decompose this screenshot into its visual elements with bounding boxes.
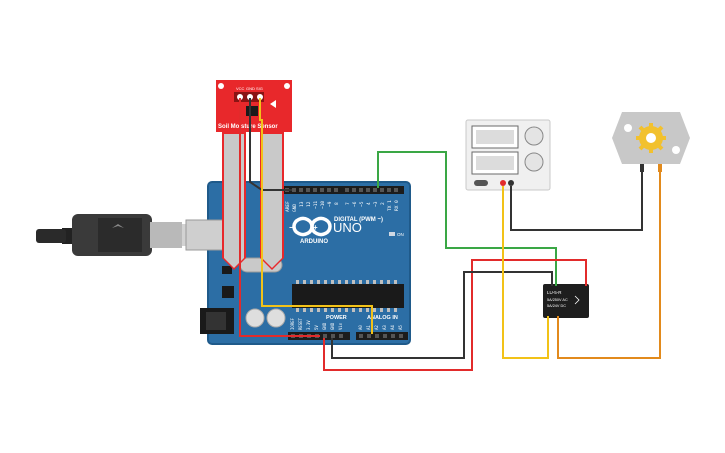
digital-pin-label: 2 — [380, 202, 386, 205]
digital-pin-label: ~3 — [373, 201, 379, 207]
power-pin-label: 5V — [314, 325, 319, 330]
motor-terminal-2[interactable] — [658, 164, 662, 172]
svg-text:+: + — [313, 223, 318, 232]
analog-header[interactable] — [356, 332, 408, 340]
wire-red-sensor[interactable] — [239, 98, 320, 337]
on-led-label: ON — [397, 232, 404, 237]
capacitor — [245, 308, 265, 328]
power-pin-label: IOREF — [290, 317, 295, 330]
sensor-pin-label: SIG — [256, 86, 263, 91]
sensor-pin-label: VCC — [236, 86, 245, 91]
arduino-logo-icon: − + — [289, 216, 332, 237]
svg-text:−: − — [289, 223, 294, 232]
power-pin-label: RESET — [298, 317, 303, 330]
relay-model: LU-5-R — [547, 290, 562, 295]
sensor-pin-label: GND — [246, 86, 255, 91]
digital-header[interactable] — [282, 186, 404, 194]
sensor-title: Soil Moisture Sensor — [218, 124, 278, 130]
current-display — [476, 156, 514, 170]
wire-green[interactable] — [377, 151, 557, 286]
wire-red-relay[interactable] — [323, 259, 587, 371]
voltage-knob[interactable] — [524, 126, 544, 146]
wire-black-motor[interactable] — [510, 172, 643, 231]
on-led — [389, 232, 395, 236]
digital-pin-label: TX 1 — [387, 200, 393, 211]
brand-label: ARDUINO — [300, 239, 328, 245]
dc-motor[interactable] — [612, 112, 690, 172]
sensor-logo-icon — [270, 100, 276, 108]
power-pin-label: 3.3V — [306, 320, 311, 330]
current-knob[interactable] — [524, 152, 544, 172]
analog-pin-label: A4 — [390, 325, 395, 330]
model-label: UNO — [333, 220, 362, 235]
digital-pin-label: AREF — [285, 201, 291, 212]
usb-cable[interactable] — [36, 214, 208, 256]
wire-yellow-sensor[interactable] — [259, 98, 373, 334]
digital-pin-label: 4 — [366, 202, 372, 205]
sensor-probe-right — [262, 134, 282, 258]
wire-black-relay[interactable] — [331, 271, 553, 359]
digital-pin-label: ~5 — [359, 201, 365, 207]
digital-pin-label: ~11 — [313, 201, 319, 209]
relay-symbol-icon — [574, 295, 580, 305]
digital-pin-label: 13 — [299, 201, 305, 207]
power-pin-label: GND — [322, 322, 327, 330]
negative-terminal[interactable] — [508, 180, 514, 186]
relay-module[interactable]: LU-5-R 5A/250V AC 5A/24V DC — [543, 284, 589, 318]
motor-terminal-1[interactable] — [640, 164, 644, 172]
sensor-pin-vcc[interactable] — [237, 94, 243, 100]
wire-black-sensor[interactable] — [249, 98, 292, 191]
usb-jack[interactable] — [185, 219, 227, 251]
analog-label: ANALOG IN — [367, 315, 398, 321]
digital-pin-label: ~10 — [320, 201, 326, 209]
power-pin-label: GND — [330, 322, 335, 330]
digital-pin-label: 8 — [334, 202, 340, 205]
power-pin-label: Vin — [338, 322, 343, 330]
digital-pin-label: 7 — [345, 202, 351, 205]
sensor-pin-sig[interactable] — [257, 94, 263, 100]
analog-pin-label: A0 — [358, 325, 363, 330]
relay-rating-ac: 5A/250V AC — [547, 298, 568, 302]
analog-pin-label: A3 — [382, 325, 387, 330]
analog-pin-label: A1 — [366, 325, 371, 330]
sensor-pin-gnd[interactable] — [247, 94, 253, 100]
dc-power-supply[interactable] — [465, 119, 551, 191]
capacitor — [266, 308, 286, 328]
analog-pin-label: A2 — [374, 325, 379, 330]
wire-yellow-supply[interactable] — [502, 186, 549, 359]
power-label: POWER — [326, 315, 347, 321]
wire-orange-motor[interactable] — [557, 172, 661, 359]
digital-pin-label: ~9 — [327, 201, 333, 207]
analog-pin-label: A5 — [398, 325, 403, 330]
arduino-uno-board[interactable]: AREF GND 13 12 ~11 ~10 ~9 8 7 ~6 ~5 4 ~3… — [185, 181, 411, 345]
digital-pin-label: RX 0 — [394, 200, 400, 211]
positive-terminal[interactable] — [500, 180, 506, 186]
digital-pin-label: 12 — [306, 201, 312, 207]
relay-rating-dc: 5A/24V DC — [547, 304, 566, 308]
digital-header-label: DIGITAL (PWM ~) — [334, 217, 383, 223]
voltage-display — [476, 130, 514, 144]
digital-pin-label: GND — [292, 204, 298, 212]
digital-pin-label: ~6 — [352, 201, 358, 207]
power-switch[interactable] — [474, 180, 488, 186]
atmega-chip — [292, 284, 404, 308]
